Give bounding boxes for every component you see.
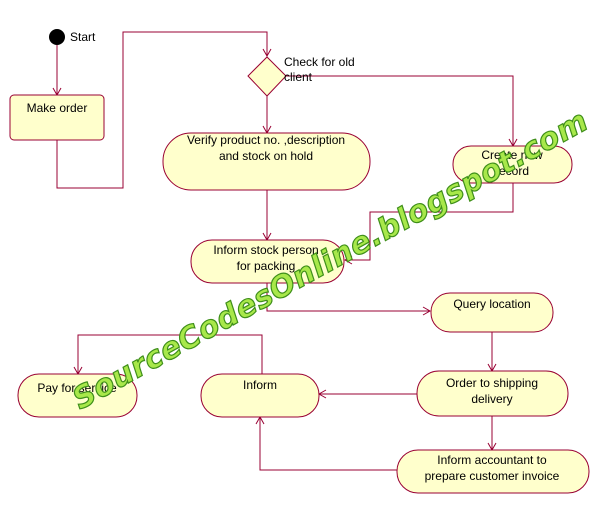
make-order-label: Make order [27,101,88,115]
pay-for-service-action [17,373,138,418]
edge-decision-to-create-record [286,75,514,146]
decision-check-old-client [247,56,287,97]
inform-action [200,373,320,418]
inform-stock-label-line1: Inform stock person [213,243,318,257]
edge-create-record-to-inform-stock [345,183,514,261]
inform-stock-label-line2: for packing [237,259,296,273]
inform-stock-person-action [190,239,345,284]
query-location-label: Query location [453,297,530,311]
edge-inform-stock-to-query-location [266,283,430,312]
order-shipping-label-line2: delivery [471,392,512,406]
make-order-action [9,94,105,141]
create-new-record-action [452,145,573,184]
verify-product-action [162,132,371,191]
order-shipping-label-line1: Order to shipping [446,376,538,390]
arrowhead [422,306,432,316]
arrowhead [343,255,353,265]
inform-accountant-action [396,449,590,494]
inform-accountant-label-line2: prepare customer invoice [425,469,560,483]
query-location-action [430,292,554,333]
decision-label-line2: client [284,70,313,84]
inform-label: Inform [243,378,277,392]
pay-for-service-label: Pay for service [37,381,117,395]
order-to-shipping-action [416,370,569,417]
verify-label-line2: and stock on hold [219,149,313,163]
start-node [49,29,65,45]
create-label-line2: record [495,164,529,178]
arrowhead [262,48,272,58]
start-label: Start [70,30,96,44]
create-label-line1: Create new [481,148,543,162]
edge-inform-to-pay-for-service [77,334,263,374]
edge-inform-accountant-to-inform [259,417,397,471]
inform-accountant-label-line1: Inform accountant to [437,453,547,467]
decision-label-line1: Check for old [284,55,355,69]
verify-label-line1: Verify product no. ,description [187,133,345,147]
edge-make-order-to-decision [56,31,268,189]
